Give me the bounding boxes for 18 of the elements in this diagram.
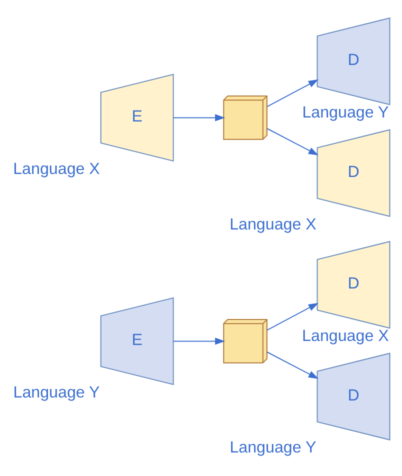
node-box: D xyxy=(316,129,390,217)
node-label: Language X xyxy=(230,215,316,234)
arrow xyxy=(266,128,319,156)
node-label: Language Y xyxy=(13,383,100,402)
arrow xyxy=(266,79,319,108)
node-box: D xyxy=(316,352,390,440)
node-box: E xyxy=(100,74,174,162)
arrow xyxy=(173,114,226,122)
node-box: D xyxy=(316,240,390,329)
node-label: Language X xyxy=(302,326,389,345)
arrow xyxy=(173,338,226,345)
arrow xyxy=(266,302,319,331)
node-box: E xyxy=(100,297,174,386)
node-label: Language X xyxy=(13,160,100,178)
node-box: D xyxy=(316,17,390,106)
node-label: Language Y xyxy=(302,103,389,122)
arrow xyxy=(266,352,319,379)
node-label: Language Y xyxy=(230,438,316,457)
